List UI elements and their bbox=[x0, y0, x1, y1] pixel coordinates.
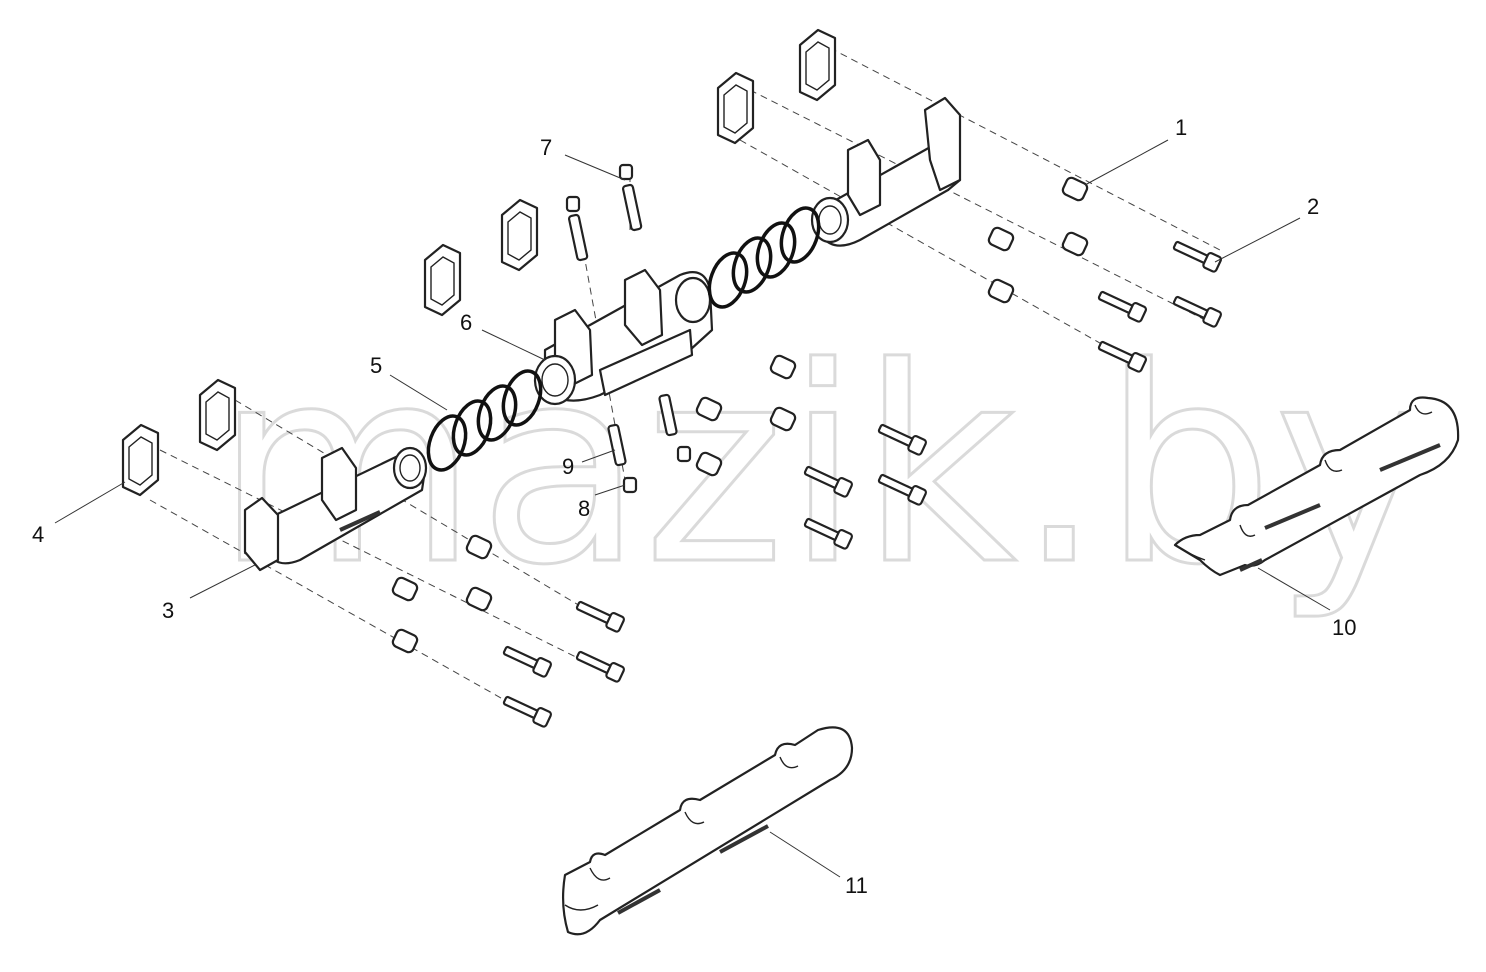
callout-9: 9 bbox=[562, 454, 574, 479]
callout-5: 5 bbox=[370, 353, 382, 378]
gasket-upper-1 bbox=[798, 28, 837, 102]
sealing-rings-lower bbox=[426, 369, 543, 472]
gasket-lower-1 bbox=[198, 378, 237, 452]
gasket-middle-2 bbox=[423, 243, 462, 317]
sealing-rings-upper bbox=[707, 206, 821, 309]
leader-lines bbox=[54, 139, 1331, 878]
heat-shield-upper bbox=[1173, 396, 1460, 577]
studs bbox=[565, 163, 692, 494]
callout-4: 4 bbox=[32, 522, 44, 547]
manifold-front bbox=[243, 446, 428, 572]
bolts bbox=[502, 240, 1222, 728]
callout-6: 6 bbox=[460, 310, 472, 335]
gasket-upper-2 bbox=[716, 71, 755, 145]
manifold-center bbox=[533, 268, 714, 406]
gasket-middle-1 bbox=[500, 198, 539, 272]
callout-labels: 1 2 3 4 5 6 7 8 9 10 11 bbox=[32, 115, 1356, 898]
callout-7: 7 bbox=[540, 135, 552, 160]
gasket-lower-2 bbox=[121, 423, 160, 497]
callout-8: 8 bbox=[578, 496, 590, 521]
callout-3: 3 bbox=[162, 598, 174, 623]
callout-11: 11 bbox=[845, 873, 868, 898]
spacers bbox=[391, 176, 1089, 654]
callout-2: 2 bbox=[1307, 194, 1319, 219]
heat-shield-lower bbox=[561, 726, 854, 936]
manifold-rear bbox=[810, 96, 962, 247]
callout-10: 10 bbox=[1332, 615, 1356, 640]
callout-1: 1 bbox=[1175, 115, 1187, 140]
